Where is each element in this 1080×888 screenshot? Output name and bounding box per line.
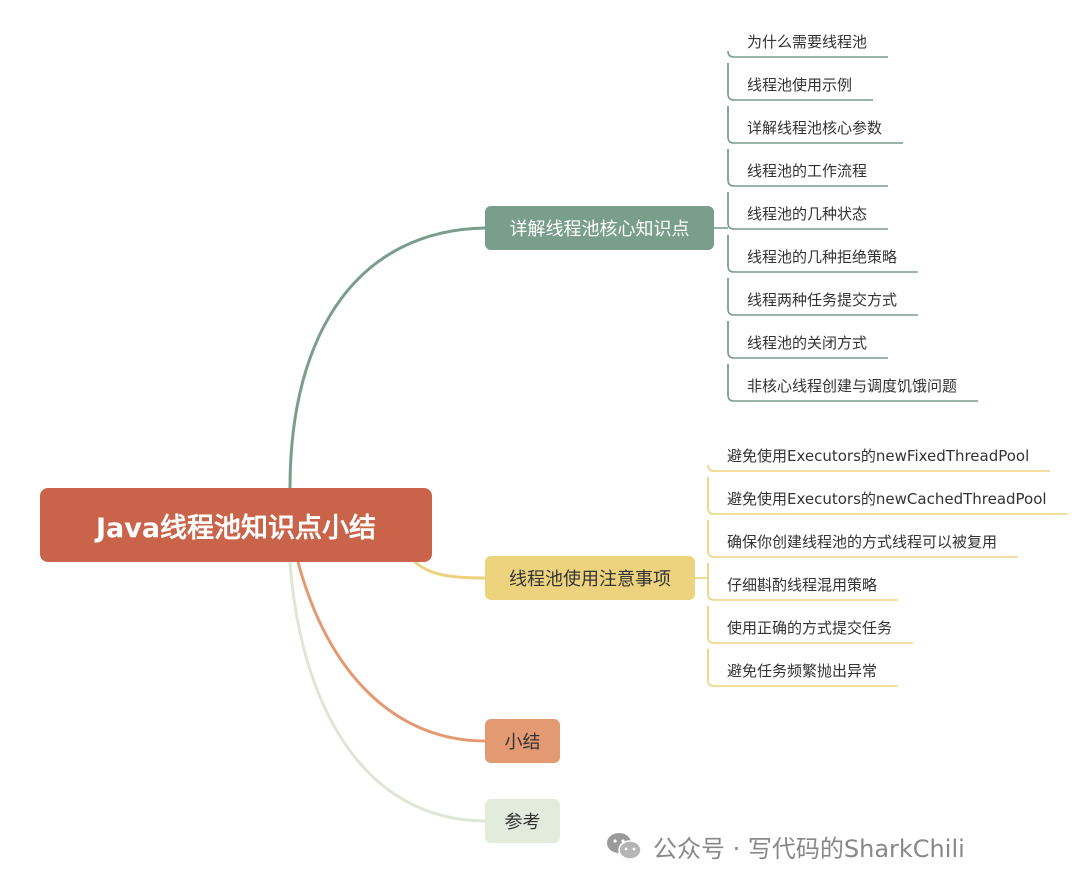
leaf-underline: [707, 507, 1068, 515]
leaf-node[interactable]: 确保你创建线程池的方式线程可以被复用: [727, 533, 998, 551]
leaf-node[interactable]: 线程池的工作流程: [747, 162, 868, 180]
branch-connector: [288, 226, 487, 490]
leaf-underline: [727, 93, 874, 101]
leaf-underline: [727, 179, 889, 187]
leaf-node[interactable]: 使用正确的方式提交任务: [727, 619, 893, 637]
watermark-text: 公众号 · 写代码的SharkChili: [653, 834, 965, 863]
branch-node-usage-notes[interactable]: 线程池使用注意事项: [485, 556, 695, 600]
leaf-node[interactable]: 线程池的关闭方式: [747, 334, 868, 352]
leaf-underline: [727, 351, 889, 359]
leaf-underline: [707, 593, 899, 601]
leaf-underline: [707, 464, 1051, 472]
leaf-node[interactable]: 避免使用Executors的newCachedThreadPool: [727, 490, 1047, 508]
leaf-node[interactable]: 线程池的几种拒绝策略: [747, 248, 898, 266]
leaf-node[interactable]: 非核心线程创建与调度饥饿问题: [747, 377, 958, 395]
branch-node-core-knowledge[interactable]: 详解线程池核心知识点: [485, 206, 714, 250]
branch-connector: [296, 560, 487, 743]
leaf-underline: [727, 136, 904, 144]
branch-connector: [413, 560, 487, 580]
branch-node-summary[interactable]: 小结: [485, 719, 560, 763]
leaf-underline: [707, 636, 914, 644]
leaf-node[interactable]: 线程池的几种状态: [747, 205, 868, 223]
leaf-underline: [727, 394, 979, 402]
leaf-underline: [727, 308, 919, 316]
leaf-underline: [707, 679, 899, 687]
leaf-node[interactable]: 避免使用Executors的newFixedThreadPool: [727, 447, 1030, 465]
watermark: 公众号 · 写代码的SharkChili: [605, 826, 965, 866]
root-node[interactable]: Java线程池知识点小结: [40, 488, 432, 562]
branch-node-references[interactable]: 参考: [485, 799, 560, 843]
wechat-icon: [607, 833, 642, 860]
leaf-underline: [707, 550, 1018, 558]
leaf-underline: [727, 265, 919, 273]
branch-connector: [288, 560, 487, 823]
leaf-node[interactable]: 避免任务频繁抛出异常: [727, 662, 878, 680]
leaf-node[interactable]: 为什么需要线程池: [747, 33, 868, 51]
leaf-node[interactable]: 线程两种任务提交方式: [747, 291, 898, 309]
leaf-node[interactable]: 仔细斟酌线程混用策略: [727, 576, 878, 594]
leaf-underline: [727, 222, 889, 230]
leaf-node[interactable]: 线程池使用示例: [747, 76, 853, 94]
leaf-underline: [727, 50, 889, 58]
leaf-node[interactable]: 详解线程池核心参数: [747, 119, 883, 137]
